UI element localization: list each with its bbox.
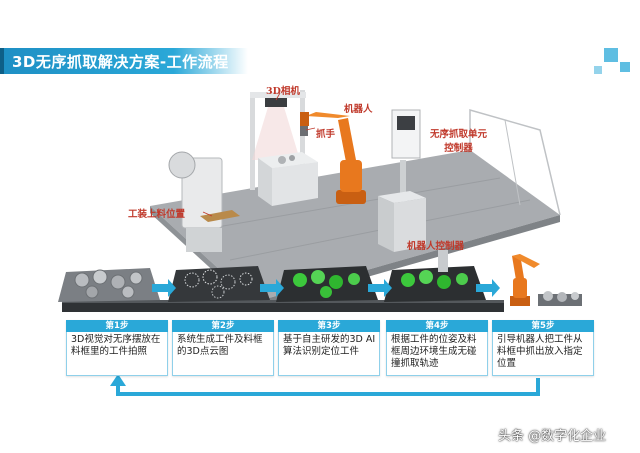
arrow-right-icon <box>368 279 392 297</box>
robot-wrist <box>300 112 309 126</box>
step-description: 引导机器人把工件从料框中抓出放入指定位置 <box>497 334 583 369</box>
title-bar <box>0 48 248 74</box>
robot-controller-front <box>378 196 394 252</box>
step5-parts <box>571 292 579 300</box>
callout-robot: 机器人 <box>344 104 373 115</box>
step1-parts <box>85 285 99 299</box>
page-title: 3D无序抓取解决方案-工作流程 <box>12 53 229 71</box>
step-card-4: 第4步 根据工件的位姿及料框周边环境生成无碰撞抓取轨迹 <box>386 320 488 376</box>
camera-view-cone <box>252 107 300 160</box>
step2-pointcloud <box>202 269 218 285</box>
robot-waist <box>340 160 362 192</box>
step3-recognized-part <box>348 273 360 285</box>
gantry-beam <box>250 92 306 98</box>
bin-parts <box>278 156 286 164</box>
step2-pointcloud <box>211 285 225 299</box>
gantry-post <box>250 95 255 190</box>
step4-trajectory-bin <box>384 266 486 302</box>
floor-platform <box>150 150 560 302</box>
step5-robot-waist <box>513 278 527 298</box>
step-label: 第1步 <box>66 320 168 332</box>
robot-gripper <box>300 126 308 136</box>
arrow-up-icon <box>110 374 126 386</box>
step-description: 系统生成工件及料框的3D点云图 <box>177 334 263 357</box>
step5-robot-base <box>510 296 530 306</box>
callout-leader <box>202 211 213 217</box>
arrow-right-icon <box>476 279 500 297</box>
callout-unit-controller-line1: 无序抓取单元 <box>430 129 488 140</box>
step-label: 第4步 <box>386 320 488 332</box>
robot-upper-arm <box>338 118 356 162</box>
title-accent <box>0 48 4 74</box>
callout-unit-controller: 无序抓取单元 控制器 <box>430 126 487 154</box>
step-label: 第3步 <box>278 320 380 332</box>
step2-pointcloud <box>184 272 200 288</box>
corner-decoration <box>620 62 630 72</box>
bin-front <box>258 158 272 206</box>
step3-recognized-part <box>329 275 343 289</box>
step-card-2: 第2步 系统生成工件及料框的3D点云图 <box>172 320 274 376</box>
callout-leader <box>275 92 281 101</box>
callout-camera: 3D相机 <box>266 86 300 97</box>
step3-recognized-part <box>293 273 307 287</box>
callout-leader <box>305 127 316 131</box>
callout-unit-controller-line2: 控制器 <box>444 143 473 154</box>
step5-robot-forearm <box>512 254 540 268</box>
step3-recognized-part <box>311 270 325 284</box>
robot-controller-top <box>378 191 426 203</box>
safety-fence <box>504 119 521 206</box>
step-label: 第5步 <box>492 320 594 332</box>
bin-parts <box>289 155 295 161</box>
step5-parts <box>557 292 567 302</box>
step1-parts <box>74 272 90 288</box>
step2-pointcloud-bin <box>168 266 270 302</box>
step1-parts-bin <box>58 268 160 302</box>
step4-recognized-part <box>419 270 433 284</box>
step-description: 根据工件的位姿及料框周边环境生成无碰撞抓取轨迹 <box>391 334 477 369</box>
corner-decoration <box>604 48 618 62</box>
step4-recognized-part <box>401 273 415 287</box>
callout-robot-controller: 机器人控制器 <box>407 241 465 252</box>
step1-parts <box>110 274 126 290</box>
step4-recognized-part <box>437 275 451 289</box>
robot-controller-side <box>394 198 426 252</box>
step-card-5: 第5步 引导机器人把工件从料框中抓出放入指定位置 <box>492 320 594 376</box>
step-card-3: 第3步 基于自主研发的3D AI 算法识别定位工件 <box>278 320 380 376</box>
step4-recognized-part <box>456 273 468 285</box>
step3-recognized-part <box>320 286 332 298</box>
callout-loading-position: 工装上料位置 <box>128 209 186 220</box>
watermark: 头条 @数字化企业 <box>498 429 607 444</box>
arrow-right-icon <box>152 279 176 297</box>
step2-pointcloud <box>220 274 236 290</box>
step-card-1: 第1步 3D视觉对无序摆放在料框里的工件拍照 <box>66 320 168 376</box>
callout-gripper: 抓手 <box>316 129 336 140</box>
step5-parts <box>543 291 553 301</box>
press-base <box>186 228 222 252</box>
step-label: 第2步 <box>172 320 274 332</box>
step4-gripper-model <box>438 250 448 272</box>
bin-side <box>272 162 318 206</box>
loop-back-arrow <box>116 378 540 396</box>
loading-fixture <box>200 210 240 222</box>
unit-controller-screen <box>397 116 415 130</box>
arrow-right-icon <box>260 279 284 297</box>
step1-parts <box>129 271 143 285</box>
press-wheel <box>168 151 196 179</box>
step-description: 3D视觉对无序摆放在料框里的工件拍照 <box>71 334 161 357</box>
step-description: 基于自主研发的3D AI 算法识别定位工件 <box>283 334 376 357</box>
step1-parts <box>121 285 135 299</box>
robot-forearm <box>306 112 350 118</box>
robot-base <box>336 190 366 204</box>
bin-top <box>258 152 318 168</box>
step2-pointcloud <box>239 272 253 286</box>
step1-parts <box>92 269 108 285</box>
camera-body <box>265 98 287 107</box>
corner-decoration <box>594 66 602 74</box>
